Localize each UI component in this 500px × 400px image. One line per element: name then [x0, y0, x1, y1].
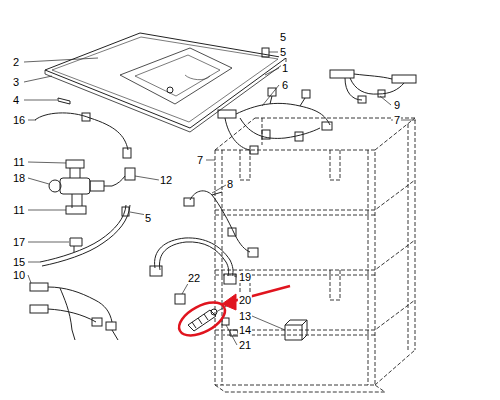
clip [175, 294, 185, 304]
screw [58, 98, 70, 104]
callout-number: 11 [12, 204, 25, 216]
clip [262, 48, 269, 57]
callout-number: 22 [187, 272, 201, 284]
callout-number: 19 [238, 271, 252, 283]
callout-number: 16 [12, 114, 26, 126]
wire-harness [330, 70, 416, 103]
callout-number: 14 [238, 324, 252, 336]
drain-hose [150, 238, 236, 284]
water-valve [49, 160, 112, 214]
callout-number: 18 [12, 172, 26, 184]
callout-number: 8 [226, 178, 234, 190]
callout-number: 11 [12, 156, 25, 168]
callout-number: 15 [12, 256, 26, 268]
callout-number: 20 [238, 294, 252, 306]
frame [215, 118, 415, 392]
callout-number: 13 [238, 310, 252, 322]
callout-number: 6 [281, 79, 289, 91]
top-panel [45, 33, 286, 132]
callout-number: 9 [393, 99, 401, 111]
callout-number: 10 [12, 269, 26, 281]
callout-number: 21 [238, 339, 252, 351]
callout-number: 3 [12, 76, 20, 88]
hose [35, 113, 131, 158]
leader-lines [24, 52, 416, 345]
callout-number: 7 [196, 154, 204, 166]
callout-number: 17 [12, 236, 26, 248]
wire-harness [218, 88, 332, 154]
hose [40, 205, 130, 266]
connector [112, 168, 135, 186]
callout-number: 1 [281, 62, 289, 74]
callout-number: 5 [279, 46, 287, 58]
callout-number: 2 [12, 56, 20, 68]
callout-number: 5 [144, 212, 152, 224]
callout-number: 12 [159, 174, 173, 186]
highlight-marker [174, 286, 290, 342]
wire-harness [184, 191, 258, 257]
wire-harness [30, 283, 118, 340]
callout-number: 7 [393, 114, 401, 126]
callout-number: 4 [12, 94, 20, 106]
callout-number: 5 [279, 31, 287, 43]
